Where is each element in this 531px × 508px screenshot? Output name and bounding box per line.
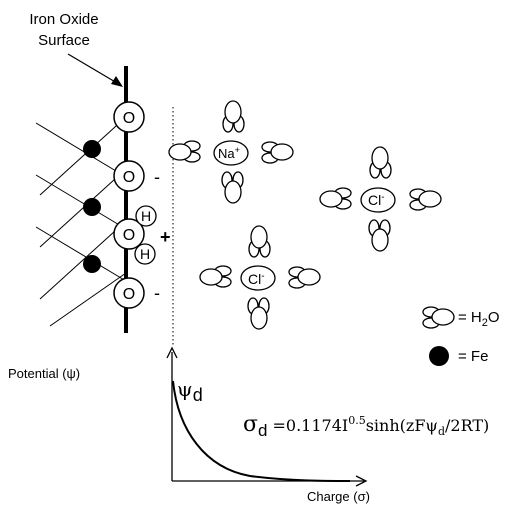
curve-label: ψd bbox=[177, 377, 203, 405]
legend-iron: = Fe bbox=[429, 346, 488, 366]
lattice-bonds bbox=[35, 116, 127, 327]
surface-oxygens: O O O O bbox=[113, 101, 145, 309]
hydrogen-label: H bbox=[140, 246, 150, 262]
surface-label-line2: Surface bbox=[38, 32, 90, 49]
potential-plot: Potential (ψ) Charge (σ) ψd bbox=[8, 346, 370, 504]
iron-atom bbox=[83, 198, 101, 216]
surface-charge-minus: - bbox=[154, 167, 160, 187]
surface-charge-plus: + bbox=[160, 227, 171, 247]
potential-decay-curve bbox=[172, 380, 351, 482]
chloride-ion-group: Cl- bbox=[199, 225, 321, 330]
oxygen-label: O bbox=[123, 169, 135, 186]
legend-iron-dot bbox=[429, 346, 449, 366]
legend-iron-label: = Fe bbox=[458, 348, 488, 365]
surface-hydrogens: H H bbox=[134, 205, 157, 265]
surface-charge-minus: - bbox=[154, 283, 160, 303]
hydrogen-label: H bbox=[141, 208, 151, 224]
iron-atom bbox=[83, 140, 101, 158]
iron-atom bbox=[83, 255, 101, 273]
oxygen-label: O bbox=[123, 286, 135, 303]
legend-water-label: = H2O bbox=[458, 309, 500, 329]
x-axis-arrowhead bbox=[355, 475, 368, 487]
surface-label-line1: Iron Oxide bbox=[29, 11, 98, 28]
surface-arrow bbox=[67, 53, 123, 87]
x-axis-label: Charge (σ) bbox=[307, 489, 370, 504]
y-axis-arrowhead bbox=[166, 346, 178, 359]
equation: σd=0.1174I0.5sinh(zFψd/2RT) bbox=[243, 412, 489, 440]
y-axis-label: Potential (ψ) bbox=[8, 366, 80, 381]
sodium-ion-label: Na+ bbox=[218, 145, 240, 161]
sodium-ion-group: Na+ bbox=[168, 100, 294, 204]
oxygen-label: O bbox=[123, 110, 135, 127]
oxygen-label: O bbox=[123, 227, 135, 244]
chloride-ion-label: Cl- bbox=[368, 192, 385, 208]
chloride-ion-label: Cl- bbox=[248, 271, 265, 287]
chloride-ion-group: Cl- bbox=[319, 146, 442, 252]
legend-water: = H2O bbox=[422, 306, 500, 329]
iron-atoms bbox=[83, 140, 101, 273]
